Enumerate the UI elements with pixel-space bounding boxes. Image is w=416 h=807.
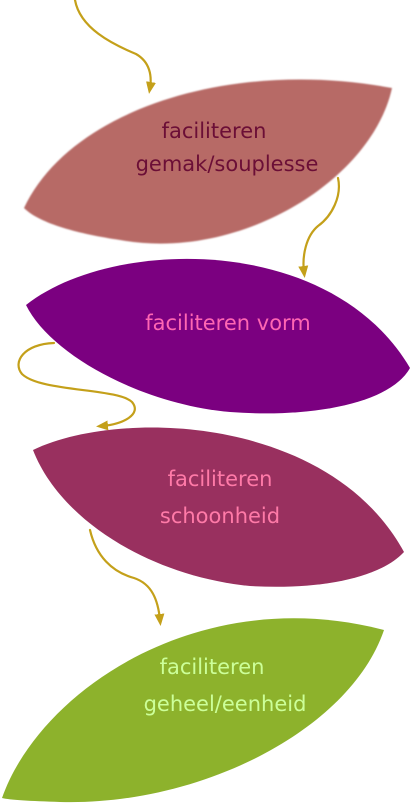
leaf-vorm-label-line1: faciliteren vorm (145, 311, 311, 335)
leaf-geheel-label-line1: faciliteren (160, 655, 265, 679)
leaf-geheel-shape (2, 618, 384, 803)
connector-arrow-schoonheid-to-geheel (88, 528, 165, 626)
leaf-gemak-label-line2: gemak/souplesse (136, 152, 319, 176)
leaf-schoonheid-label-line2: schoonheid (160, 504, 280, 528)
leaf-schoonheid-shape (33, 427, 404, 587)
leaf-gemak-shape (24, 79, 392, 244)
leaf-gemak-label-line1: faciliteren (162, 119, 267, 143)
leaf-geheel-label-line2: geheel/eenheid (144, 692, 307, 716)
connector-arrow-into-gemak (73, 0, 156, 94)
connector-arrow-vorm-to-schoonheid (17, 341, 136, 431)
leaf-gemak: faciliteren gemak/souplesse (24, 79, 392, 244)
leaf-vorm-shape (26, 258, 410, 414)
leaf-vorm: faciliteren vorm (26, 258, 410, 414)
leaf-schoonheid: faciliteren schoonheid (33, 427, 404, 587)
connector-arrow-gemak-to-vorm (298, 176, 340, 278)
leaf-schoonheid-label-line1: faciliteren (168, 467, 273, 491)
leaf-geheel: faciliteren geheel/eenheid (2, 618, 384, 803)
